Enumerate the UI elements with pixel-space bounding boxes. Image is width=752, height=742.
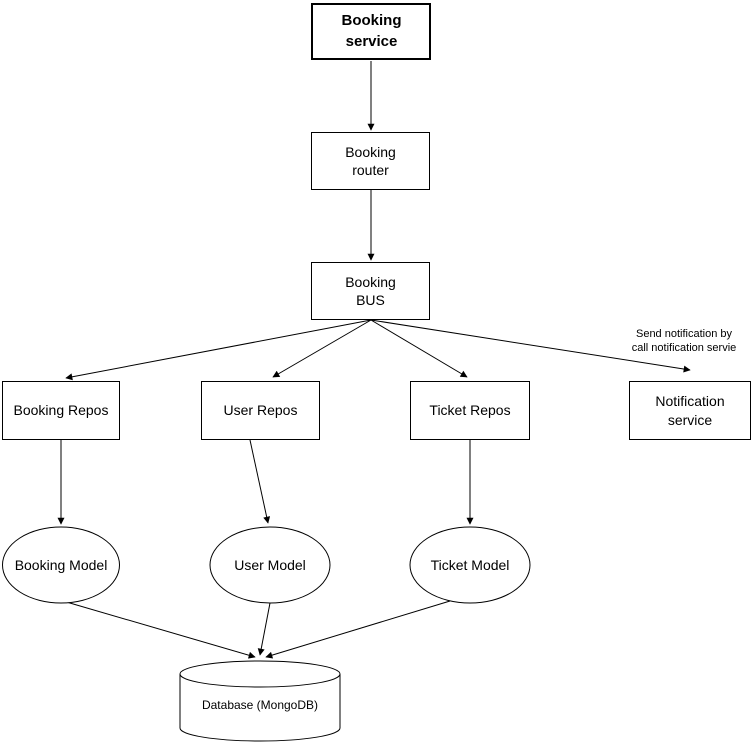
- booking-repos-node[interactable]: [2, 381, 120, 440]
- edge-bus-to-booking-repos[interactable]: [65, 319, 372, 381]
- database-cylinder-node[interactable]: [179, 660, 341, 742]
- booking-router-node[interactable]: [311, 132, 430, 190]
- user-model-node[interactable]: [209, 526, 331, 604]
- booking-bus-node[interactable]: [311, 262, 430, 320]
- edge-user-model-to-db[interactable]: [257, 602, 271, 656]
- edge-booking-model-to-db[interactable]: [62, 600, 256, 659]
- user-repos-node[interactable]: [201, 381, 320, 440]
- edge-user-repos-to-model[interactable]: [249, 439, 271, 524]
- edge-bus-to-notification[interactable]: [370, 319, 691, 373]
- booking-service-node[interactable]: [311, 3, 431, 60]
- notification-service-node[interactable]: [629, 381, 751, 440]
- ticket-repos-node[interactable]: [410, 381, 530, 440]
- booking-model-node[interactable]: [2, 526, 120, 604]
- edge-bus-to-ticket-repos[interactable]: [370, 319, 468, 378]
- edge-bus-to-user-repos[interactable]: [272, 319, 372, 378]
- edge-ticket-model-to-db[interactable]: [265, 600, 451, 659]
- ticket-model-node[interactable]: [409, 526, 531, 604]
